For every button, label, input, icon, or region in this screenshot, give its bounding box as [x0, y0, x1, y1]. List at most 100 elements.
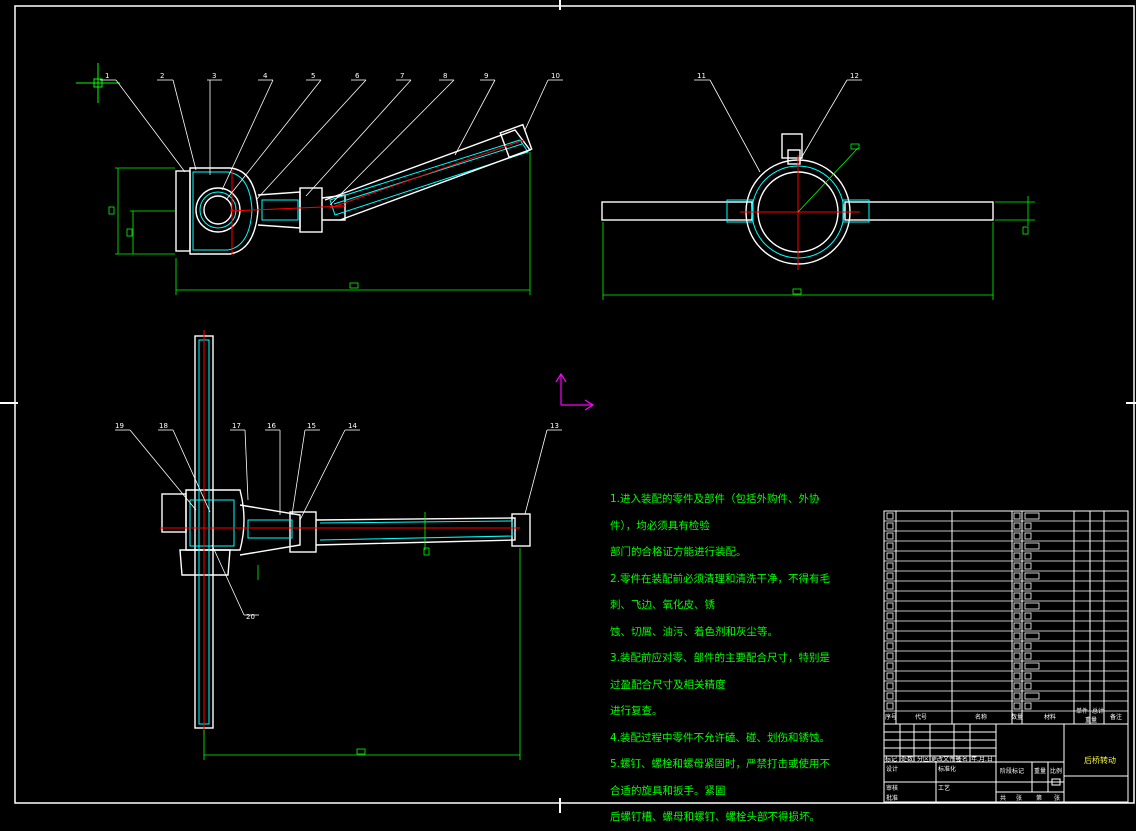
- cell-mark: [886, 572, 894, 580]
- part-label: 15: [307, 422, 316, 430]
- sign-label: 更改文件号: [931, 755, 961, 763]
- cell-mark: [886, 682, 894, 690]
- cell-mark: [886, 592, 894, 600]
- cad-drawing: 1 2 3 4 5 6 7 8 9 10: [0, 0, 1136, 813]
- part-label: 13: [550, 422, 559, 430]
- sign-label: 标记: [885, 755, 897, 763]
- cell-mark: [886, 662, 894, 670]
- cell-mark: [886, 552, 894, 560]
- cell-mark: [886, 522, 894, 530]
- cell-mark: [886, 642, 894, 650]
- tb-label: 第: [1036, 794, 1042, 802]
- cell-mark: [1024, 662, 1040, 670]
- part-label: 5: [311, 72, 315, 80]
- cell-mark: [886, 622, 894, 630]
- cell-mark: [1024, 682, 1032, 690]
- note-line: 2.零件在装配前必须清理和清洗干净，不得有毛刺、飞边、氧化皮、锈: [610, 572, 831, 612]
- cell-mark: [1024, 582, 1032, 590]
- note-line: 1.进入装配的零件及部件（包括外购件、外协件），均必须具有检验: [610, 493, 820, 532]
- tb-label: 张: [1016, 794, 1022, 802]
- note-line: 后螺钉槽、螺母和螺钉、螺栓头部不得损坏。: [610, 811, 820, 823]
- tb-label: 标准化: [938, 765, 956, 773]
- cell-mark: [1013, 632, 1021, 640]
- part-label: 17: [232, 422, 241, 430]
- center-marks: [0, 0, 1136, 813]
- cell-mark: [1024, 512, 1040, 520]
- cell-mark: [1013, 612, 1021, 620]
- cell-mark: [1024, 592, 1032, 600]
- cell-mark: [886, 542, 894, 550]
- header-cell: 单件: [1076, 707, 1088, 715]
- part-label: 11: [697, 72, 706, 80]
- cell-mark: [1013, 592, 1021, 600]
- header-cell: 序号: [885, 713, 897, 721]
- drawing-title: 后桥转动: [1084, 755, 1116, 765]
- cell-mark: [1013, 672, 1021, 680]
- sign-label: 年.月.日: [971, 755, 993, 763]
- part-label: 20: [246, 613, 255, 621]
- technical-requirements: 1.进入装配的零件及部件（包括外购件、外协件），均必须具有检验 部门的合格证方能…: [610, 486, 840, 831]
- part-label: 2: [160, 72, 164, 80]
- tb-label: 设计: [886, 765, 898, 773]
- header-cell: 材料: [1044, 713, 1056, 721]
- sign-label: 分区: [917, 755, 929, 763]
- tb-label: 工艺: [938, 784, 950, 792]
- cell-mark: [1013, 582, 1021, 590]
- part-label: 8: [443, 72, 447, 80]
- cell-mark: [886, 512, 894, 520]
- cell-mark: [1024, 602, 1040, 610]
- note-line: 蚀、切屑、油污、着色剂和灰尘等。: [610, 625, 778, 638]
- cell-mark: [1024, 572, 1040, 580]
- cell-mark: [1013, 602, 1021, 610]
- tb-label: 阶段标记: [1000, 767, 1024, 775]
- sign-label: 处数: [901, 755, 913, 763]
- tb-label: 审核: [886, 784, 898, 792]
- ucs-axis-icon: [555, 372, 595, 411]
- cell-mark: [886, 672, 894, 680]
- cell-mark: [1013, 562, 1021, 570]
- cell-mark: [1024, 522, 1032, 530]
- cell-mark: [1013, 572, 1021, 580]
- part-label: 18: [159, 422, 168, 430]
- tb-label: 张: [1054, 794, 1060, 802]
- cell-mark: [1013, 542, 1021, 550]
- tb-label: 共: [1000, 794, 1006, 802]
- cell-mark: [1024, 622, 1032, 630]
- part-label: 16: [267, 422, 276, 430]
- part-label: 10: [551, 72, 560, 80]
- cell-mark: [1024, 652, 1032, 660]
- cell-mark: [1013, 662, 1021, 670]
- cell-mark: [886, 652, 894, 660]
- part-labels-top: 1 2 3 4 5 6 7 8 9 10: [105, 72, 560, 80]
- cell-mark: [1013, 522, 1021, 530]
- note-line: 进行复查。: [610, 705, 663, 717]
- header-cell: 总计: [1092, 707, 1104, 715]
- cell-mark: [1013, 702, 1021, 710]
- part-label: 3: [212, 72, 216, 80]
- header-cell: 重量: [1085, 716, 1097, 724]
- part-labels-bottom: 19 18 17 16 15 14 13 20: [115, 422, 559, 621]
- title-block-text: 后桥转动 标记 处数 分区 更改文件号 签名 年.月.日 设计 标准化 阶段标记…: [885, 755, 1116, 802]
- part-label: 1: [105, 72, 109, 80]
- tb-label: 重量: [1034, 767, 1046, 775]
- cell-mark: [886, 632, 894, 640]
- header-cell: 备注: [1110, 713, 1122, 721]
- cell-mark: [1024, 542, 1040, 550]
- cell-mark: [1024, 532, 1032, 540]
- header-cell: 数量: [1011, 713, 1023, 721]
- sign-label: 签名: [956, 755, 968, 763]
- parts-list-header: 序号 代号 名称 数量 材料 单件 总计 备注 重量: [885, 707, 1122, 724]
- cell-mark: [1013, 552, 1021, 560]
- part-label: 19: [115, 422, 124, 430]
- cell-mark: [886, 692, 894, 700]
- cell-mark: [1024, 702, 1032, 710]
- tb-label: 比例: [1050, 767, 1062, 775]
- parts-list-rows: [884, 512, 1128, 712]
- part-label: 9: [484, 72, 488, 80]
- tb-label: 批准: [886, 794, 898, 802]
- header-cell: 名称: [975, 713, 987, 721]
- drawing-border: [14, 5, 1135, 804]
- cell-mark: [1013, 532, 1021, 540]
- header-cell: 代号: [915, 713, 927, 721]
- note-line: 5.螺钉、螺栓和螺母紧固时，严禁打击或使用不合适的旋具和扳手。紧固: [610, 758, 831, 797]
